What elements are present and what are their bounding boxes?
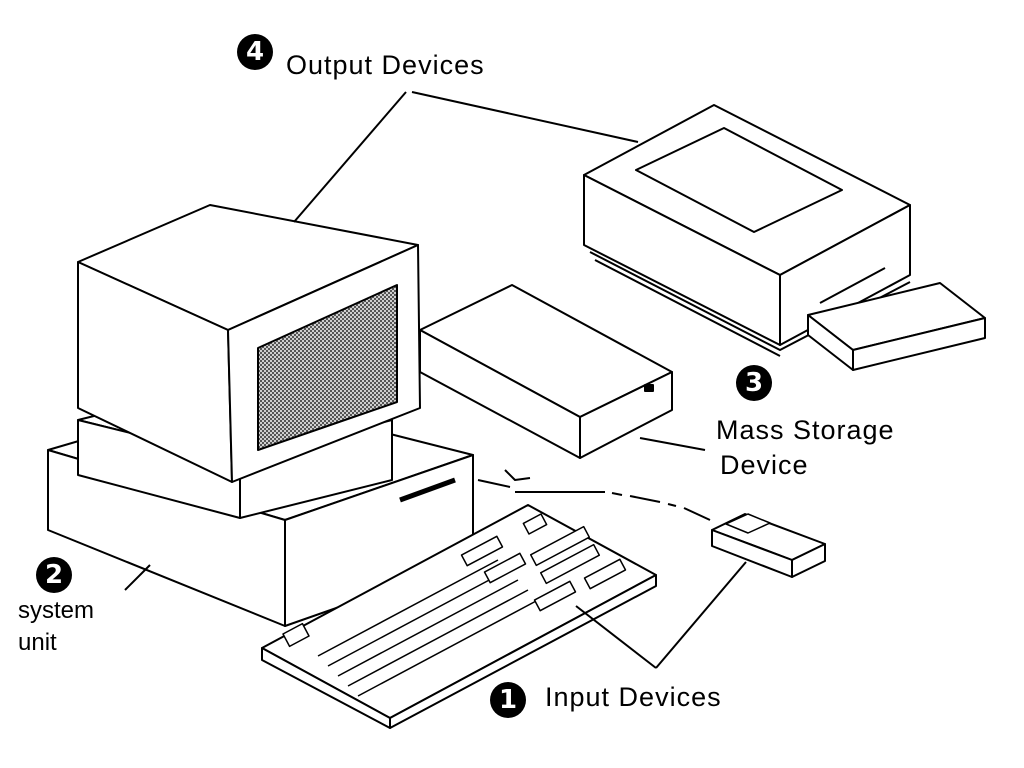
mass-storage-label: Mass Storage Device (716, 413, 895, 483)
keyboard (261, 504, 657, 729)
output-devices-number-badge: 4 (237, 34, 273, 70)
leader-lines (293, 91, 747, 669)
mass-storage-label-line2: Device (720, 450, 809, 481)
output-devices-label: Output Devices (286, 50, 485, 80)
mass-storage-number-badge: 3 (736, 365, 772, 401)
system-unit-label-line1: system (18, 597, 95, 624)
mouse (711, 513, 826, 578)
system-unit-label: system unit (18, 595, 94, 660)
printer (583, 104, 986, 371)
cables (477, 479, 711, 521)
system-unit-label-line2: unit (18, 629, 57, 657)
mass-storage-device (419, 284, 706, 481)
monitor (77, 204, 421, 483)
system-unit-number-badge: 2 (36, 557, 72, 593)
input-devices-label: Input Devices (545, 682, 722, 712)
mass-storage-label-line1: Mass Storage (716, 415, 895, 445)
input-devices-number-badge: 1 (490, 682, 526, 718)
